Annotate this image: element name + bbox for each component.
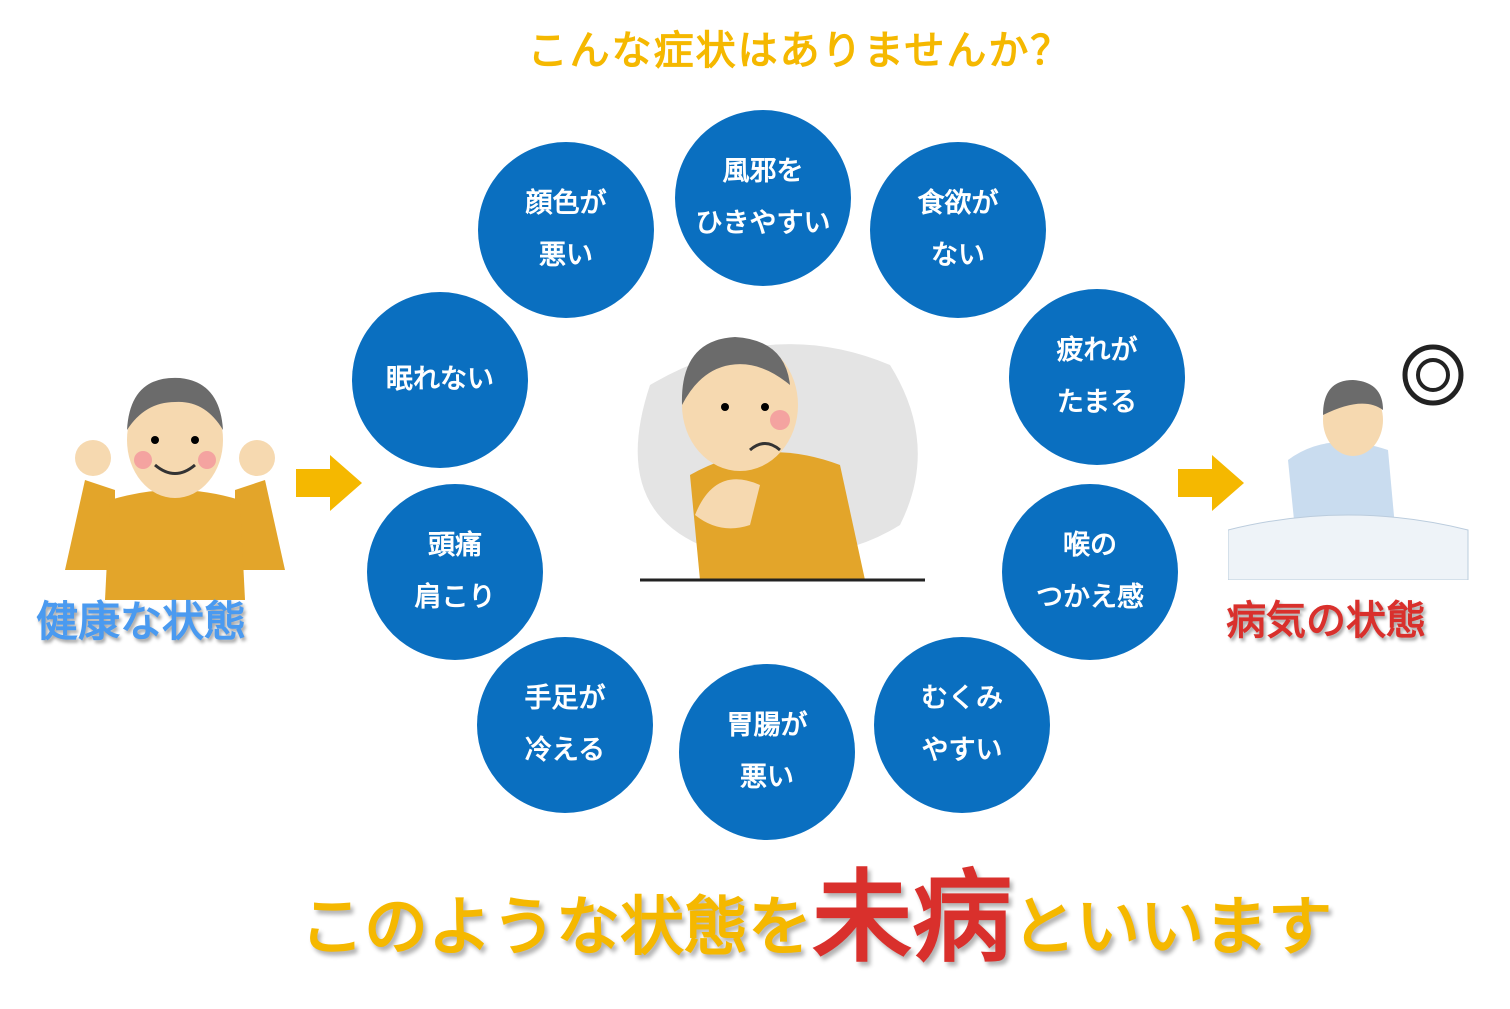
symptom-text: 食欲が (917, 188, 999, 219)
symptom-text: 胃腸が (726, 710, 808, 741)
symptom-circle: 手足が冷える (477, 637, 653, 813)
symptom-circle: 頭痛肩こり (367, 484, 543, 660)
symptom-text: 冷える (524, 735, 606, 766)
symptom-circle: 風邪をひきやすい (675, 110, 851, 286)
symptom-circle: 顔色が悪い (478, 142, 654, 318)
symptom-circle: 食欲がない (870, 142, 1046, 318)
worried-man-illustration (637, 337, 925, 582)
symptom-text: 疲れが (1056, 335, 1138, 366)
symptom-text: 顔色が (525, 188, 607, 219)
conclusion-highlight: 未病 (812, 859, 1012, 976)
conclusion-text: このような状態を 未病 といいます (300, 868, 1332, 968)
symptom-text: 風邪を (722, 156, 804, 187)
symptom-circle: 疲れがたまる (1009, 289, 1185, 465)
symptom-text: たまる (1056, 387, 1138, 418)
symptom-circle: 胃腸が悪い (679, 664, 855, 840)
symptom-text: つかえ感 (1036, 582, 1144, 613)
symptom-circle: 喉のつかえ感 (1002, 484, 1178, 660)
sick-man-illustration (1228, 344, 1469, 580)
symptom-text: 頭痛 (428, 530, 482, 561)
symptom-text: ない (931, 240, 985, 271)
symptom-text: 眠れない (386, 364, 494, 395)
page-title: こんな症状はありませんか？ (527, 28, 1073, 74)
conclusion-before: このような状態を (300, 891, 812, 965)
arrow-right-icon (1178, 455, 1244, 511)
symptom-text: 手足が (524, 683, 606, 714)
symptom-text: むくみ (920, 683, 1004, 714)
symptom-text: ひきやすい (695, 208, 831, 239)
symptom-text: 悪い (740, 762, 794, 793)
symptom-text: 悪い (539, 240, 593, 271)
symptom-circle: 眠れない (352, 292, 528, 468)
symptom-text: 喉の (1063, 530, 1117, 561)
symptom-text: やすい (921, 735, 1003, 766)
symptom-text: 肩こり (414, 582, 496, 613)
arrow-right-icon (296, 455, 362, 511)
healthy-state-label: 健康な状態 (36, 597, 247, 646)
conclusion-after: といいます (1012, 891, 1332, 965)
sick-state-label: 病気の状態 (1226, 598, 1426, 644)
symptom-circle: むくみやすい (874, 637, 1050, 813)
healthy-man-illustration (65, 377, 285, 600)
